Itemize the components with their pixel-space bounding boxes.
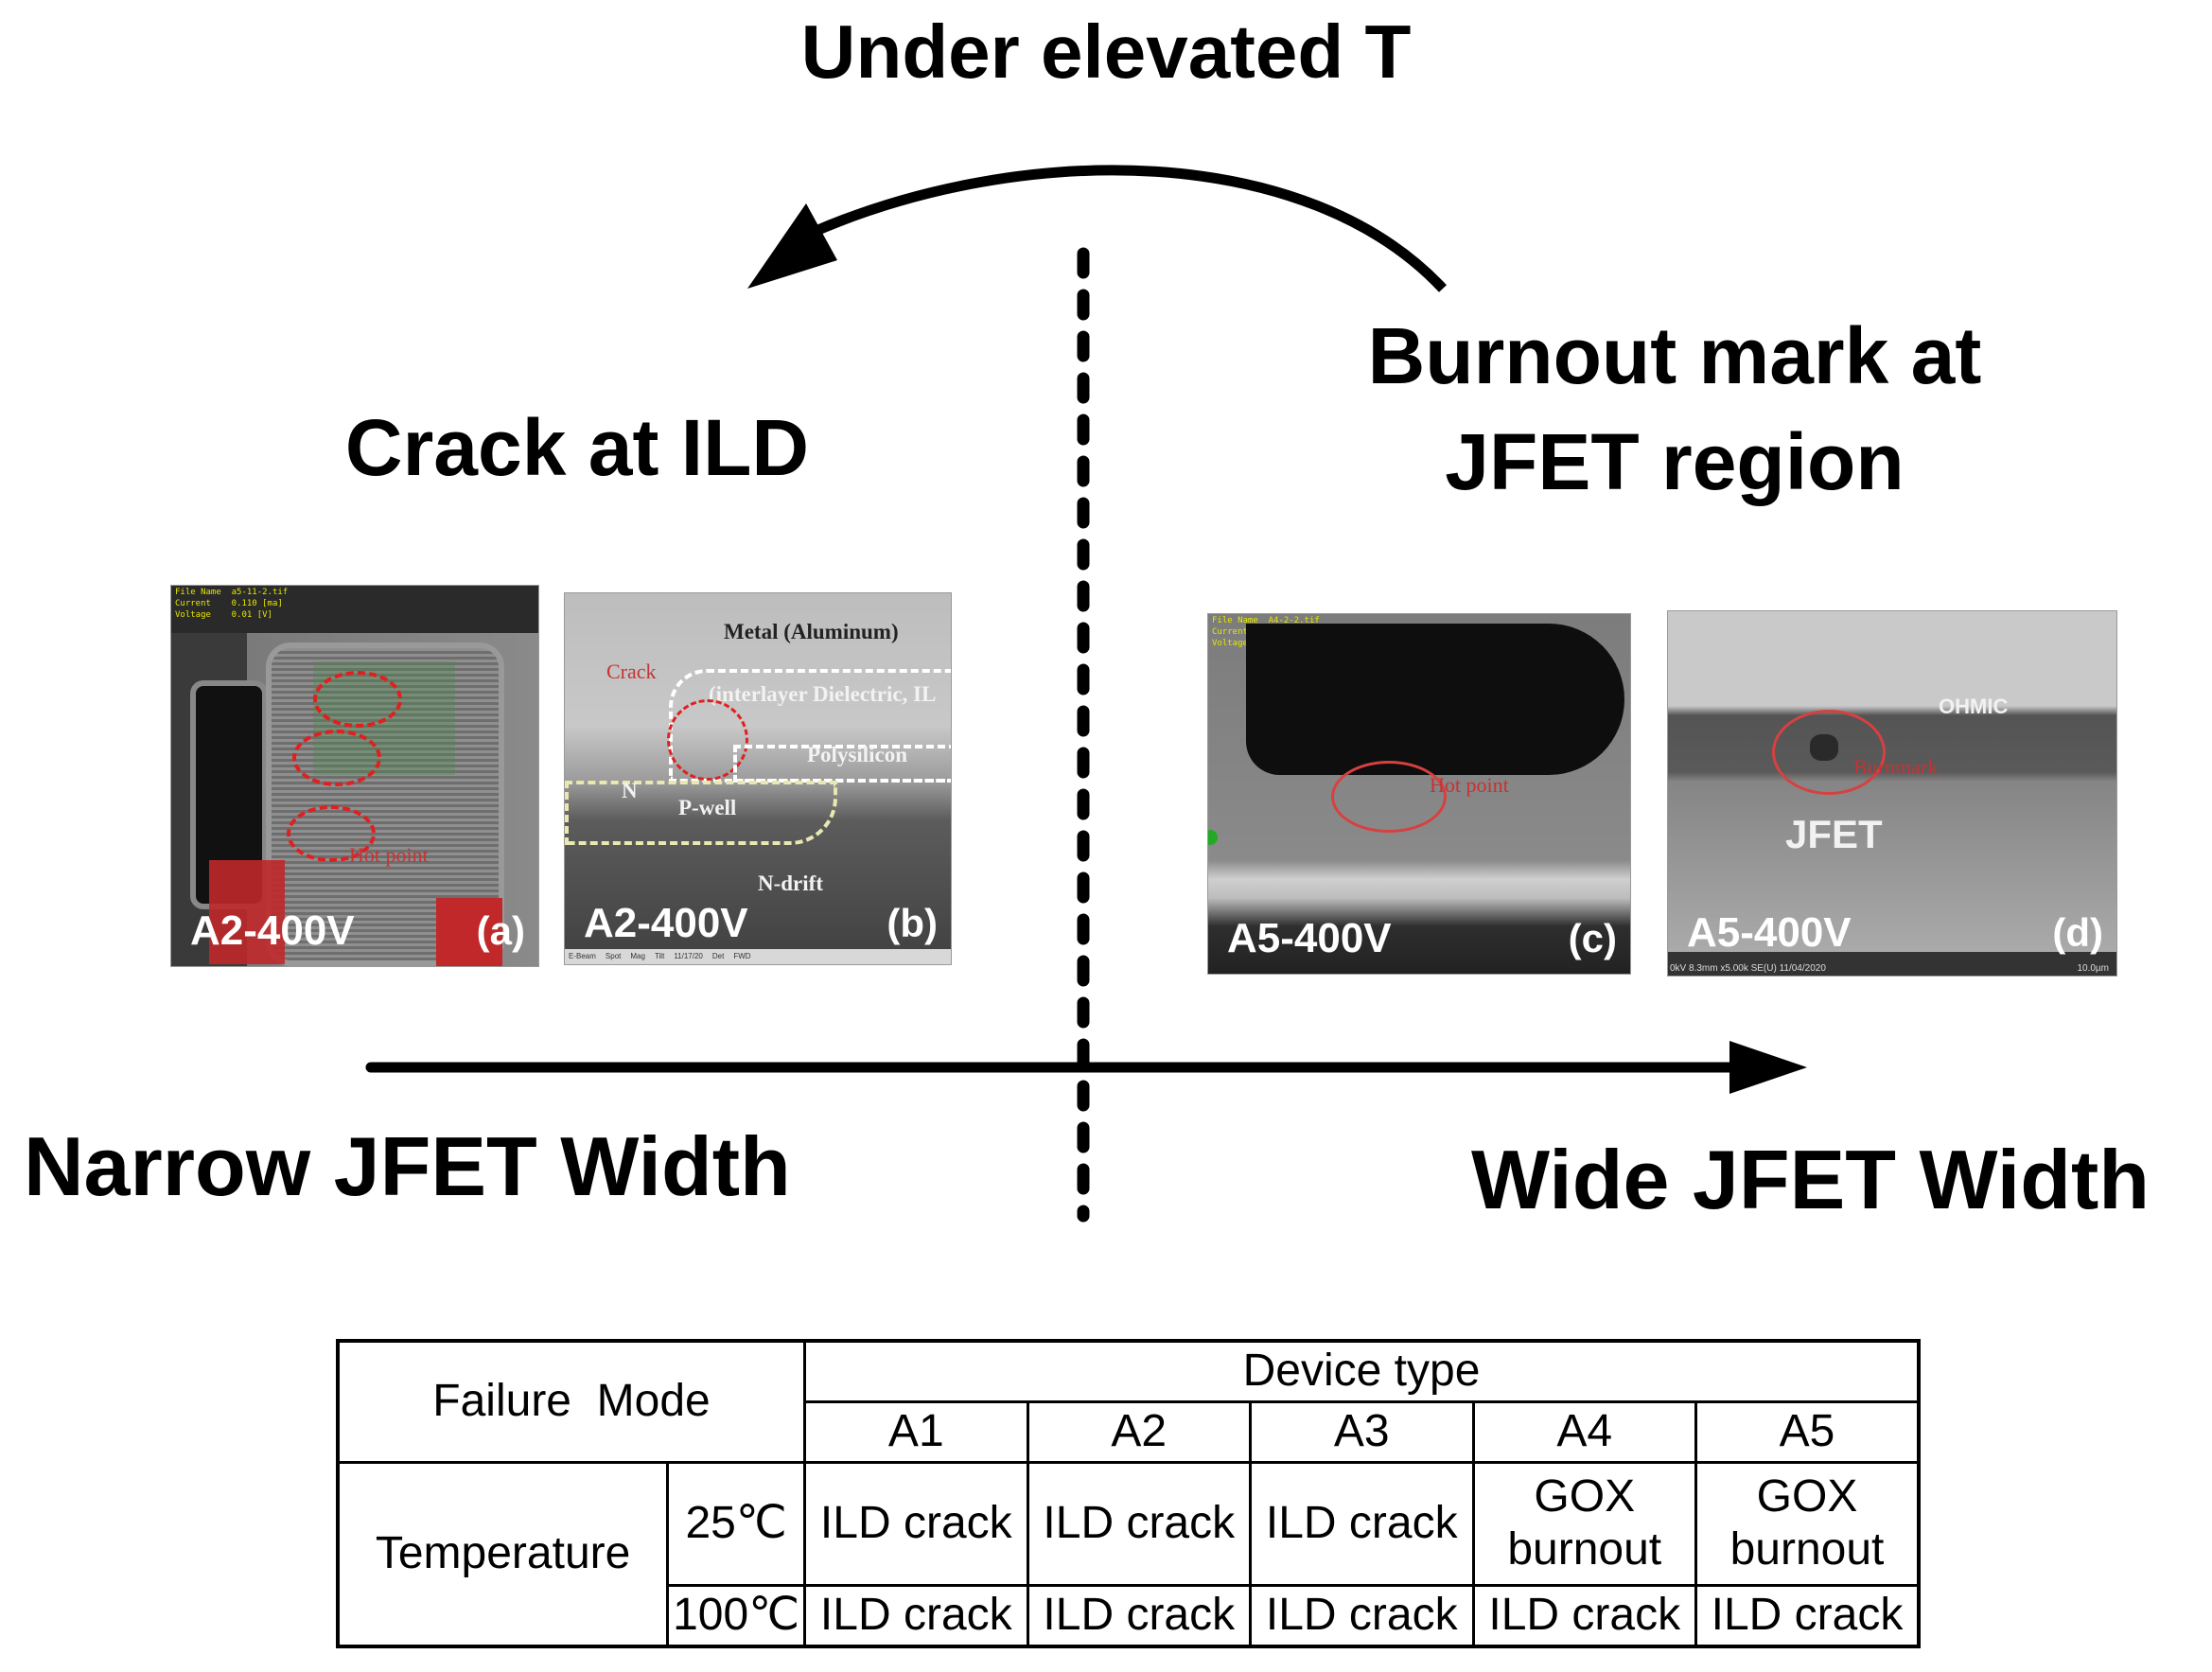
header-bar — [171, 586, 538, 633]
footer-item: Tilt — [654, 952, 665, 960]
sem-footer: E-Beam Spot Mag Tilt 11/17/20 Det FWD — [565, 949, 951, 964]
sem-footer: 0kV 8.3mm x5.00k SE(U) 11/04/2020 — [1670, 963, 1826, 974]
footer-item: FWD — [733, 952, 751, 960]
table-cell: ILD crack — [1249, 1583, 1475, 1648]
failure-mode-header: Failure Mode — [336, 1339, 807, 1464]
failure-mode-table: Failure Mode Device type A1 A2 A3 A4 A5 … — [336, 1339, 1921, 1648]
left-title: Crack at ILD — [344, 403, 810, 492]
narrow-jfet-label: Narrow JFET Width — [24, 1119, 791, 1213]
emission-red — [209, 860, 285, 964]
table-cell: ILD crack — [1249, 1460, 1475, 1587]
burnout-dark-region — [1246, 624, 1624, 775]
jfet-label: JFET — [1785, 812, 1883, 856]
table-cell: GOX burnout — [1471, 1460, 1697, 1587]
burnmark-label: Burnmark — [1853, 755, 1939, 779]
burnmark-circle — [1772, 710, 1886, 795]
table-cell: GOX burnout — [1694, 1460, 1921, 1587]
ild-label: (interlayer Dielectric, IL — [709, 682, 937, 706]
device-header: A1 — [803, 1399, 1029, 1464]
sample-label: A2-400V — [584, 900, 748, 946]
header-line: File Name A4-2-2.tif — [1212, 616, 1320, 625]
device-header: A4 — [1471, 1399, 1697, 1464]
table-cell: ILD crack — [803, 1583, 1029, 1648]
table-cell: ILD crack — [1026, 1460, 1253, 1587]
width-axis-arrow-head — [1729, 1041, 1807, 1094]
panel-letter: (b) — [887, 901, 938, 945]
pwell-label: P-well — [678, 796, 737, 819]
device-header: A5 — [1694, 1399, 1921, 1464]
table-cell: ILD crack — [1471, 1583, 1697, 1648]
crack-circle — [667, 699, 748, 781]
device-type-header: Device type — [803, 1339, 1921, 1403]
wide-jfet-label: Wide JFET Width — [1471, 1133, 2151, 1226]
panel-letter: (a) — [476, 908, 525, 953]
footer-item: E-Beam — [569, 952, 596, 960]
temperature-value: 100℃ — [666, 1583, 807, 1648]
marker-dot — [1208, 830, 1218, 845]
top-title: Under elevated T — [800, 9, 1412, 94]
right-title-line2: JFET region — [1445, 417, 1905, 506]
hot-point-circle — [313, 671, 402, 728]
ndrift-label: N-drift — [758, 871, 823, 895]
burnmark-spot — [1810, 734, 1838, 761]
header-line: Voltage 0.01 [V] — [175, 610, 272, 620]
polysilicon-label: Polysilicon — [807, 743, 908, 766]
curved-arrow — [811, 165, 1448, 292]
header-line: File Name a5-11-2.tif — [175, 588, 289, 597]
device-header: A3 — [1249, 1399, 1475, 1464]
panel-letter: (c) — [1568, 916, 1617, 960]
header-line: Current 0.110 [ma] — [175, 599, 283, 608]
footer-item: Mag — [630, 952, 645, 960]
curved-arrow-head — [747, 203, 837, 289]
hot-point-circle — [287, 805, 376, 862]
right-title-line1: Burnout mark at — [1367, 311, 1982, 400]
nplus-label: N — [622, 779, 638, 802]
micrograph-d: OHMIC Burnmark JFET A5-400V (d) 0kV 8.3m… — [1667, 610, 2117, 977]
metal-label: Metal (Aluminum) — [724, 620, 899, 643]
micrograph-c: File Name A4-2-2.tif Current 0.110 [V] V… — [1207, 613, 1631, 975]
emission-red — [436, 898, 502, 966]
hot-point-circle — [292, 730, 381, 786]
sample-label: A5-400V — [1227, 915, 1392, 961]
right-title: Burnout mark at JFET region — [1268, 303, 2081, 515]
footer-item: 11/17/20 — [674, 952, 703, 960]
temperature-value: 25℃ — [666, 1460, 807, 1587]
ohmic-label: OHMIC — [1939, 695, 2009, 718]
micrograph-a: File Name a5-11-2.tif Current 0.110 [ma]… — [170, 585, 539, 967]
panel-letter: (d) — [2052, 910, 2103, 955]
device-header: A2 — [1026, 1399, 1253, 1464]
table-cell: ILD crack — [1694, 1583, 1921, 1648]
hot-point-label: Hot point — [1430, 773, 1509, 797]
scale-bar-label: 10.0µm — [2077, 963, 2109, 974]
table-cell: ILD crack — [1026, 1583, 1253, 1648]
temperature-label: Temperature — [336, 1460, 670, 1648]
hot-point-label: Hot point — [349, 843, 429, 867]
footer-item: Spot — [605, 952, 622, 960]
sample-label: A5-400V — [1687, 909, 1852, 956]
hot-point-circle — [1331, 761, 1447, 833]
footer-item: Det — [711, 952, 725, 960]
crack-label: Crack — [606, 660, 657, 683]
micrograph-b: Metal (Aluminum) Crack (interlayer Diele… — [564, 592, 952, 965]
sample-label: A2-400V — [190, 907, 355, 954]
table-cell: ILD crack — [803, 1460, 1029, 1587]
polysilicon-outline — [733, 745, 951, 783]
